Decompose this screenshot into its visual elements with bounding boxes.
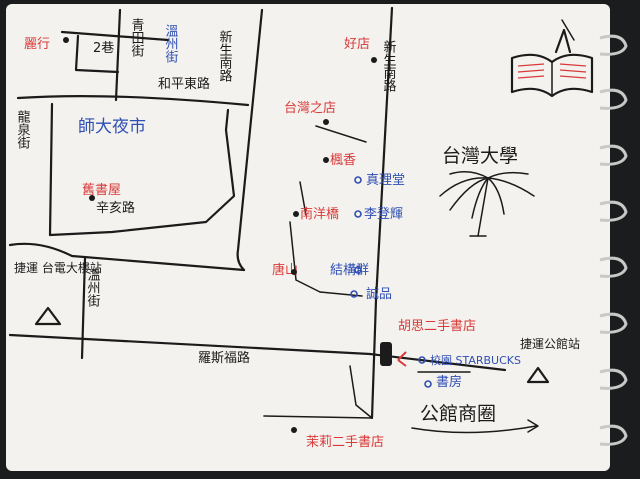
place-maple: 楓香	[330, 153, 356, 168]
landmark-mrt-taidian: 捷運 台電大樓站	[14, 260, 102, 275]
street-xinsheng-left: 新生南路	[217, 29, 233, 82]
place-shufang: 書房	[436, 374, 462, 390]
place-jieguo: 結構群	[330, 263, 369, 278]
marker-old-house	[89, 195, 95, 201]
place-cheng-pin: 誠品	[366, 287, 392, 302]
mrt-icons	[34, 306, 550, 384]
place-hui-shan: 唐山	[272, 262, 298, 278]
street-wenzhou: 溫州街	[85, 268, 101, 307]
place-taiwan-store: 台灣之店	[284, 101, 336, 116]
markers	[63, 37, 432, 433]
book-icon	[510, 19, 594, 98]
place-niang: 麗行	[24, 37, 50, 52]
marker-shufang	[424, 380, 432, 388]
gongguan-flourish	[411, 419, 539, 434]
place-night-market: 師大夜市	[78, 117, 146, 137]
marker-zhen-li	[354, 176, 362, 184]
mrt-icon-taidian	[34, 306, 62, 326]
paper-page	[6, 4, 610, 471]
place-li-zhao: 李登輝	[364, 207, 403, 222]
street-labels: 2巷 青田街 和平東路 新生南路 龍泉街 辛亥路 溫州街 羅斯福路 新生南路	[15, 18, 397, 366]
landmark-gongguan: 公館商圈	[420, 403, 496, 425]
marker-cheng-pin	[350, 290, 358, 298]
marker-haoxian	[371, 57, 377, 63]
marker-secondhand-1	[380, 342, 392, 366]
marker-li-zhao	[354, 210, 362, 218]
street-xinhai: 辛亥路	[96, 200, 135, 216]
marker-xiaozhi	[418, 356, 426, 364]
landmark-ntu: 台灣大學	[442, 145, 518, 167]
street-longquan: 龍泉街	[15, 109, 31, 149]
marker-nanyang	[293, 211, 299, 217]
mrt-icon-gongguan	[526, 366, 550, 384]
marker-taiwan-store	[323, 119, 329, 125]
street-road2: 2巷	[93, 41, 114, 56]
street-xinsheng-main: 新生南路	[381, 39, 397, 92]
marker-jieguo	[354, 266, 362, 274]
street-hexi: 和平東路	[158, 76, 210, 92]
marker-niang	[63, 37, 69, 43]
street-qingtian: 青田街	[129, 18, 145, 57]
landmark-mrt-gongguan: 捷運公館站	[520, 336, 580, 351]
marker-maple	[323, 157, 329, 163]
place-xiaozhi: 校園 STARBUCKS	[430, 353, 521, 367]
tree-icon	[439, 171, 535, 237]
arrow-secondhand-1	[397, 351, 407, 367]
spiral-binding	[599, 34, 628, 446]
place-nanyang: 南洋橋	[300, 206, 339, 222]
place-secondhand-1: 胡思二手書店	[398, 319, 476, 334]
place-secondhand-2: 茉莉二手書店	[306, 435, 384, 450]
landmarks: 台灣大學 公館商圈 捷運 台電大樓站 捷運公館站	[14, 145, 580, 425]
red-places: 麗行 好店 台灣之店 楓香 南洋橋 舊書屋 唐山 胡思二手書店 茉莉二手書店	[24, 37, 476, 450]
place-haoxian: 好店	[344, 37, 370, 52]
place-old-house: 舊書屋	[82, 183, 121, 198]
marker-hui-shan	[291, 269, 297, 275]
road-network	[8, 6, 507, 420]
street-luosifu: 羅斯福路	[198, 350, 250, 366]
blue-places: 溫州街 師大夜市 真理堂 李登輝 結構群 誠品 校園 STARBUCKS 書房	[78, 24, 521, 390]
marker-secondhand-2	[291, 427, 297, 433]
place-zhen-li: 真理堂	[366, 173, 405, 188]
place-wenzhou-street: 溫州街	[163, 24, 179, 63]
